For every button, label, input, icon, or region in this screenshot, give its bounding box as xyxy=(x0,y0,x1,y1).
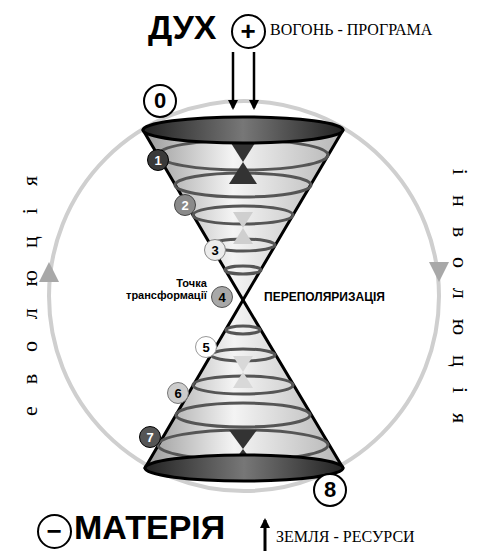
matter-arrow xyxy=(264,520,267,551)
stage-number: 5 xyxy=(195,336,217,358)
lower-cone xyxy=(145,300,343,468)
node-text: 3 xyxy=(211,243,218,258)
node-text: − xyxy=(46,516,61,547)
node-text: 7 xyxy=(146,430,153,445)
transformation-point-label: Точка трансформації xyxy=(126,277,207,301)
upper-cone xyxy=(143,130,343,300)
stage-number: 8 xyxy=(313,473,347,507)
involution-label: інволюція xyxy=(447,149,473,443)
top-rim xyxy=(143,117,343,143)
node-text: 5 xyxy=(202,340,209,355)
node-text: 6 xyxy=(174,386,181,401)
stage-number: 2 xyxy=(174,194,196,216)
node-text: 2 xyxy=(181,198,188,213)
stage-number: 0 xyxy=(143,84,177,118)
node-text: 1 xyxy=(154,153,161,168)
spirit-title: ДУХ xyxy=(148,8,216,47)
involution-arrowhead xyxy=(429,262,449,282)
spirit-arrow xyxy=(253,52,256,108)
stage-number: 7 xyxy=(139,426,161,448)
stage-number: 3 xyxy=(204,239,226,261)
node-text: 4 xyxy=(218,290,225,305)
node-text: + xyxy=(240,16,255,47)
spirit-arrow xyxy=(232,52,235,108)
node-text: 8 xyxy=(324,477,336,503)
matter-title: МАТЕРІЯ xyxy=(74,508,225,547)
small-hourglass xyxy=(229,140,257,468)
stage-number: 4 xyxy=(211,286,233,308)
evolution-label: еволюція xyxy=(17,154,43,438)
minus-sign-circle: − xyxy=(37,514,72,549)
fire-program-label: ВОГОНЬ - ПРОГРАМА xyxy=(270,21,432,39)
earth-resources-label: ЗЕМЛЯ - РЕСУРСИ xyxy=(276,528,415,546)
repolarization-label: ПЕРЕПОЛЯРИЗАЦІЯ xyxy=(262,290,387,304)
plus-sign-circle: + xyxy=(231,14,266,49)
upper-spiral xyxy=(158,140,328,274)
lower-spiral xyxy=(158,326,328,460)
cycle-circle xyxy=(49,101,439,491)
stage-number: 1 xyxy=(147,149,169,171)
bottom-rim xyxy=(145,455,343,481)
node-text: 0 xyxy=(154,88,166,114)
stage-number: 6 xyxy=(167,382,189,404)
